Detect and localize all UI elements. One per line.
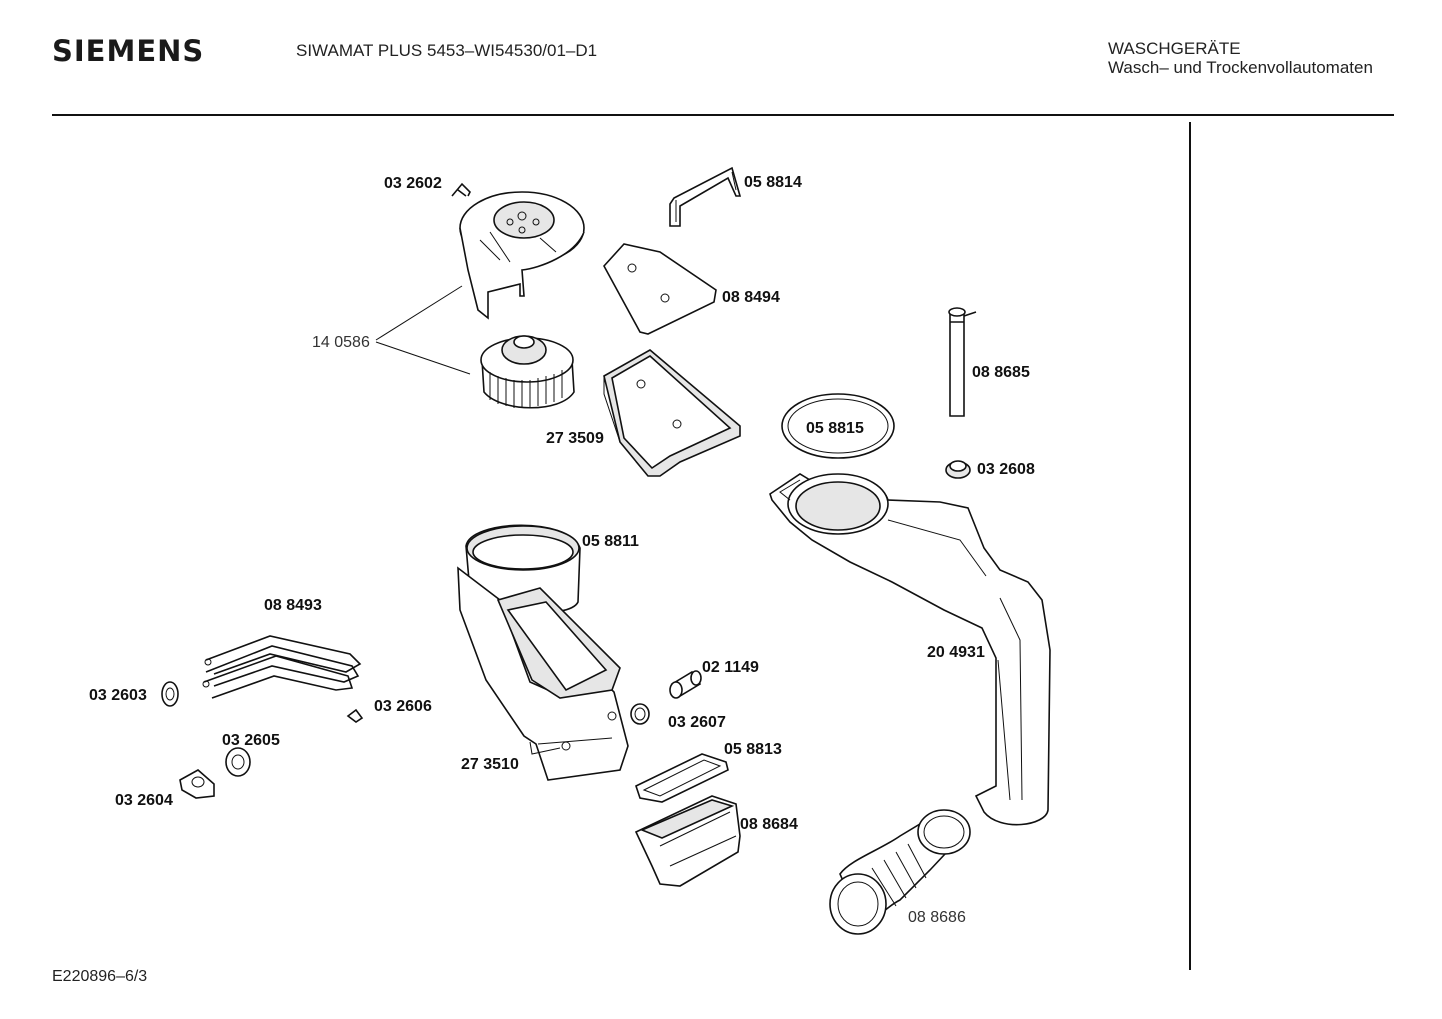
part-label-032604: 03 2604	[115, 792, 173, 809]
part-label-058814: 05 8814	[744, 174, 802, 191]
part-032605-bushing	[225, 747, 251, 777]
part-label-088494: 08 8494	[722, 289, 780, 306]
category-title: WASCHGERÄTE	[1108, 39, 1241, 58]
header-divider	[52, 114, 1394, 116]
part-label-088686: 08 8686	[908, 909, 966, 926]
part-label-032607: 03 2607	[668, 714, 726, 731]
part-label-032608: 03 2608	[977, 461, 1035, 478]
right-margin-divider	[1189, 122, 1191, 970]
part-058811-seal	[465, 524, 581, 614]
part-032604-thermostat	[179, 769, 215, 799]
drawing-code: E220896–6/3	[52, 968, 148, 985]
category-subtitle: Wasch– und Trockenvollautomaten	[1108, 58, 1373, 77]
part-label-032603: 03 2603	[89, 687, 147, 704]
part-blower-wheel	[480, 335, 575, 409]
part-204931-duct	[769, 473, 1051, 826]
part-058814-bracket	[669, 166, 742, 227]
part-088494-plate	[603, 243, 717, 335]
part-273510-housing	[457, 566, 629, 781]
part-088684-filter-housing	[634, 795, 741, 887]
part-273509-tray	[603, 349, 741, 477]
part-058815-ring	[781, 393, 895, 459]
part-058813-gasket	[635, 753, 729, 803]
part-140586-leaders	[375, 285, 471, 375]
part-label-140586: 14 0586	[312, 334, 370, 351]
part-label-204931: 20 4931	[927, 644, 985, 661]
brand-logo: SIEMENS	[52, 34, 205, 68]
part-032606-clip	[346, 708, 364, 723]
part-label-058813: 05 8813	[724, 741, 782, 758]
model-title: SIWAMAT PLUS 5453–WI54530/01–D1	[296, 41, 598, 60]
part-label-273510: 27 3510	[461, 756, 519, 773]
part-label-088493: 08 8493	[264, 597, 322, 614]
part-label-088684: 08 8684	[740, 816, 798, 833]
part-label-058815: 05 8815	[806, 420, 864, 437]
part-label-088685: 08 8685	[972, 364, 1030, 381]
part-label-058811: 05 8811	[582, 533, 639, 550]
part-label-021149: 02 1149	[702, 659, 759, 676]
part-032607-ring	[630, 703, 650, 725]
part-label-032605: 03 2605	[222, 732, 280, 749]
part-032602-clip	[451, 182, 471, 197]
part-088686-bellows	[829, 809, 971, 935]
part-032603-nut	[161, 681, 179, 707]
part-032608-grommet	[945, 460, 971, 479]
part-label-273509: 27 3509	[546, 430, 604, 447]
part-088685-rod	[948, 307, 977, 417]
part-label-032602: 03 2602	[384, 175, 442, 192]
part-label-032606: 03 2606	[374, 698, 432, 715]
part-fan-housing	[459, 191, 585, 320]
part-088493-heater	[202, 635, 362, 699]
part-021149-plug	[669, 670, 702, 699]
